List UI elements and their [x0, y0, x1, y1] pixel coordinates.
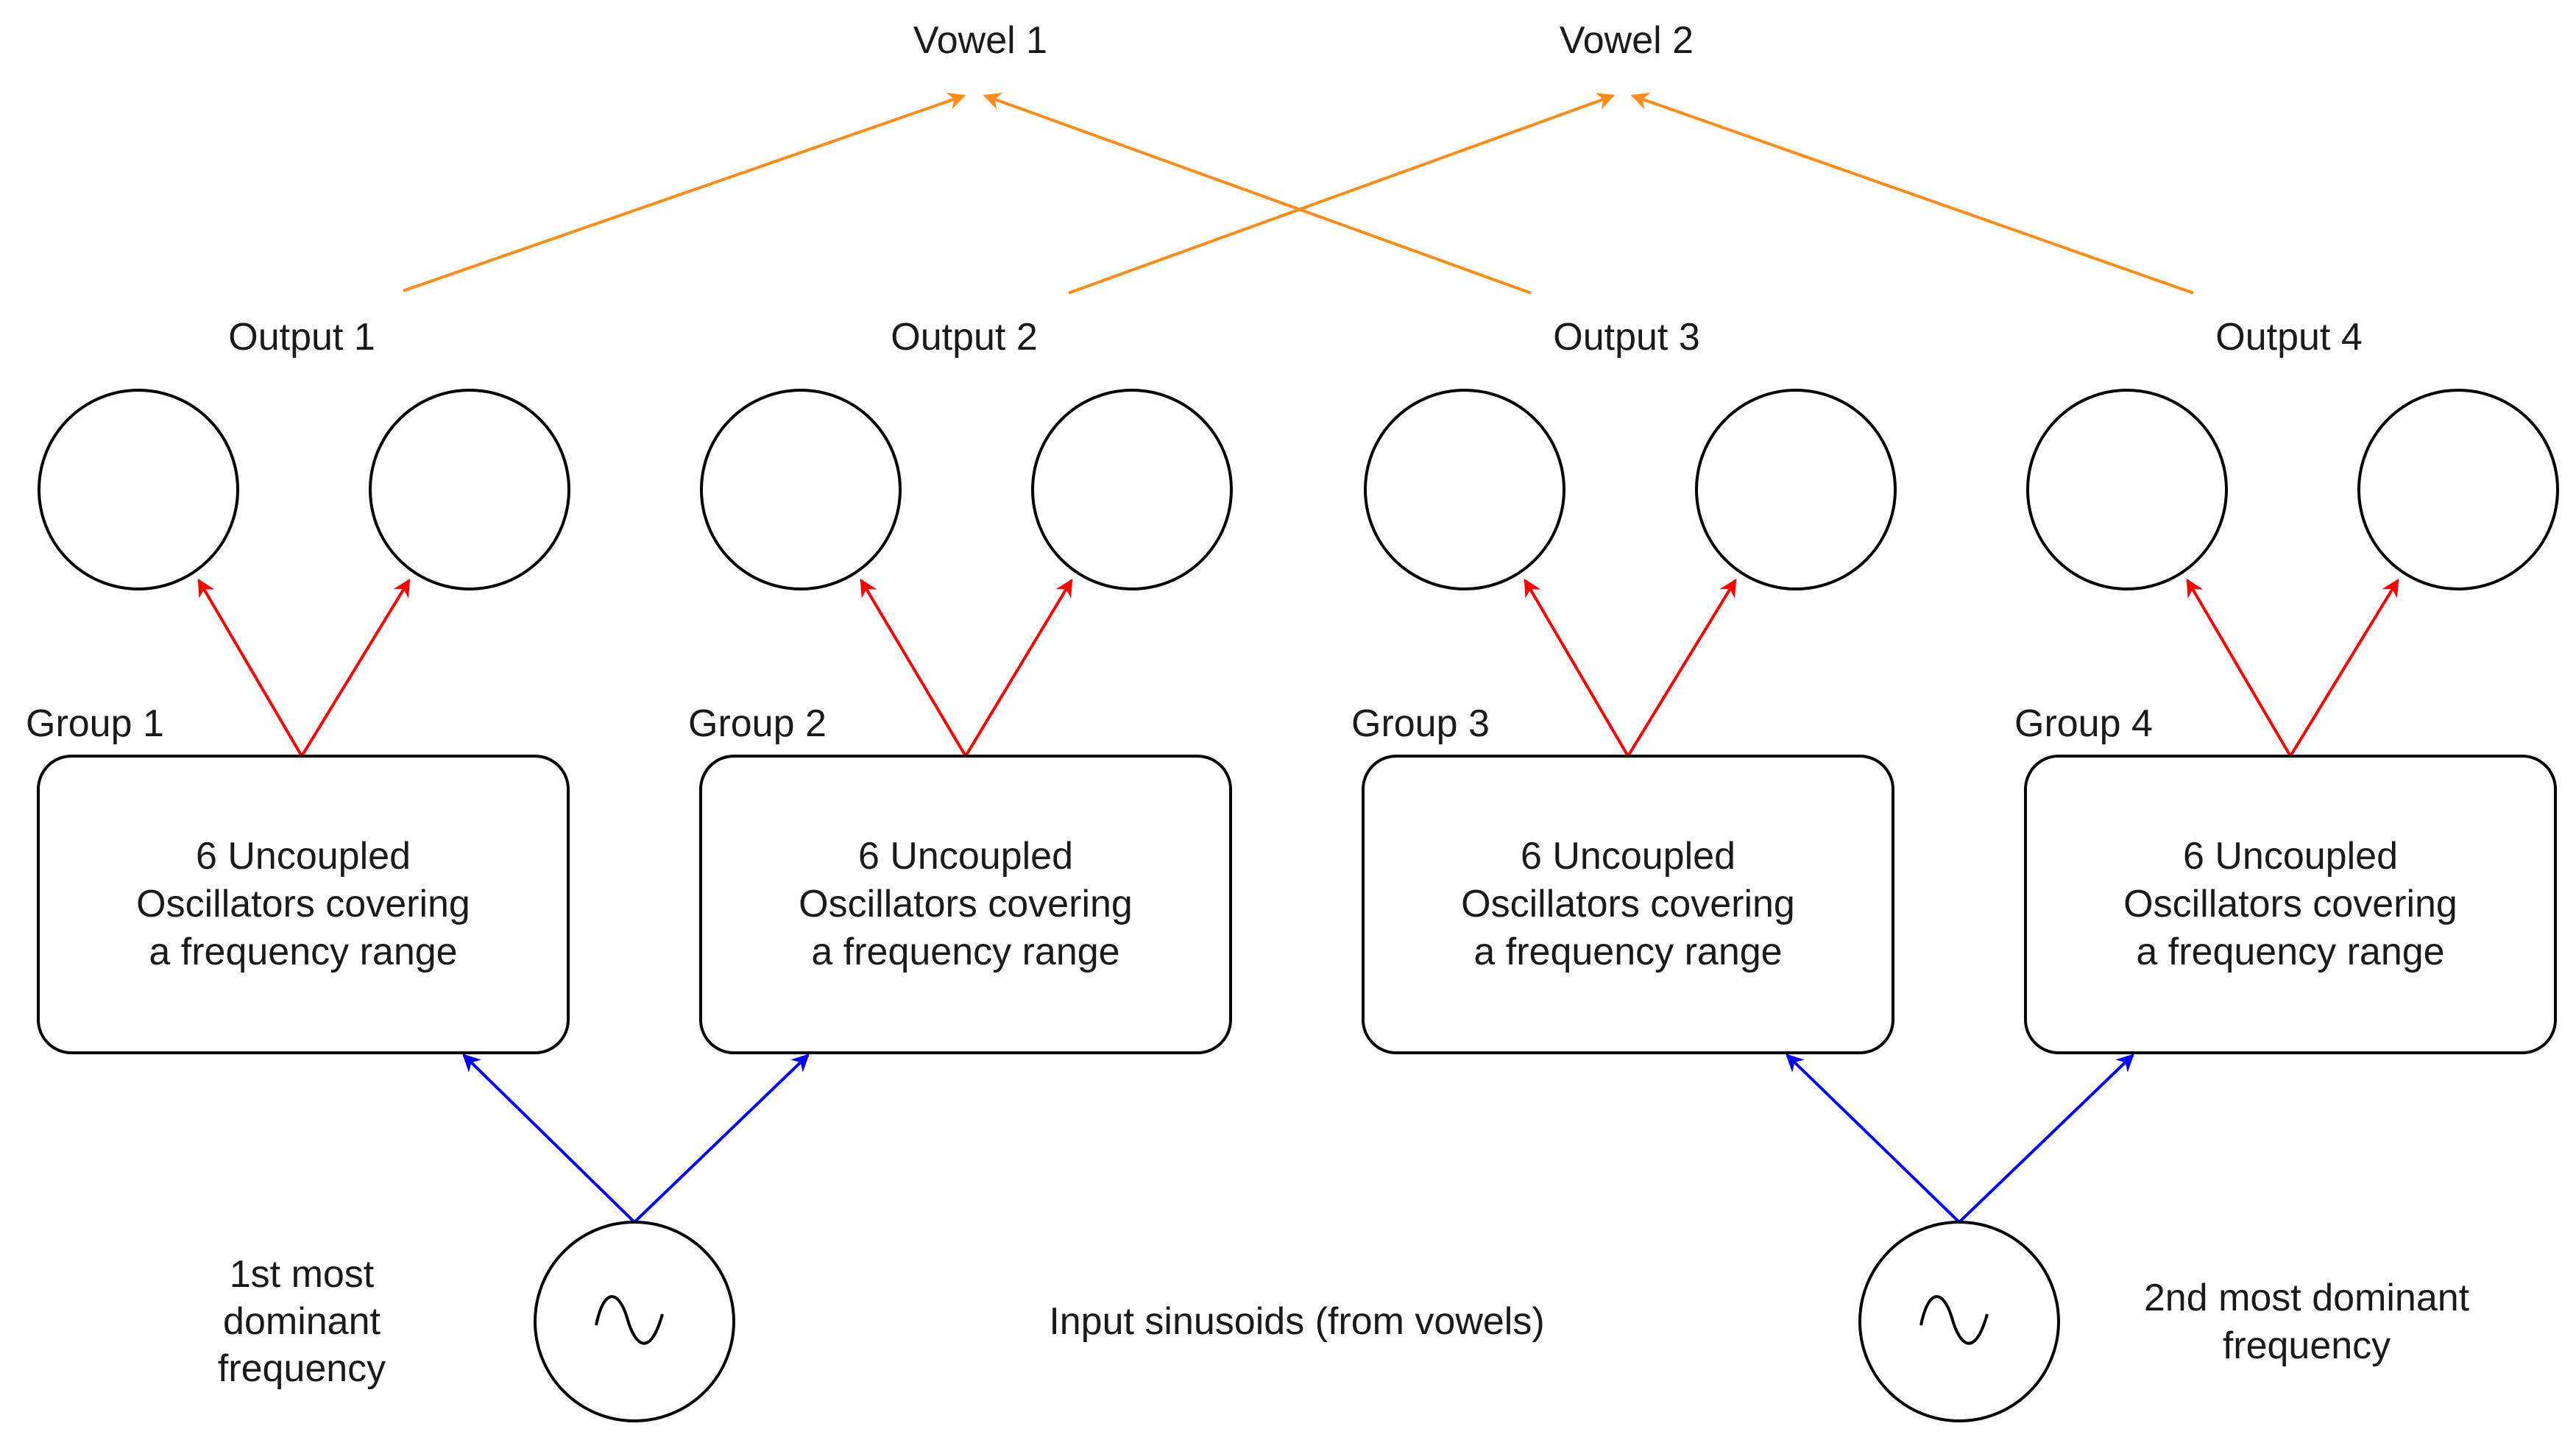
- output-4-label: Output 4: [2215, 316, 2362, 359]
- vowel-1-label: Vowel 1: [913, 19, 1047, 62]
- group-1-line1: 6 Uncoupled: [196, 835, 411, 878]
- group-boxes: [37, 755, 2557, 1054]
- group-2-line3: a frequency range: [811, 931, 1119, 973]
- right-input-label-line2: frequency: [2223, 1324, 2391, 1367]
- vowel-2-label: Vowel 2: [1560, 19, 1694, 62]
- left-input-label-line3: frequency: [218, 1347, 386, 1390]
- arrow-output3-to-vowel1: [983, 93, 1532, 294]
- input-sinusoids-label: Input sinusoids (from vowels): [1049, 1300, 1544, 1343]
- group-4-line3: a frequency range: [2136, 931, 2444, 973]
- left-input-label-line2: dominant: [223, 1300, 381, 1343]
- output-3a-circle: [1364, 389, 1565, 590]
- output-1a-circle: [38, 389, 239, 590]
- group-1-line2: Oscillators covering: [136, 883, 470, 925]
- group-3-line3: a frequency range: [1473, 931, 1782, 973]
- arrow-group2-to-2b: [964, 578, 1073, 758]
- arrow-output4-to-vowel2: [1630, 92, 2194, 294]
- arrow-input1-to-group1: [462, 1054, 636, 1224]
- group-4-box: [2024, 755, 2557, 1054]
- output-2-label: Output 2: [891, 316, 1037, 359]
- arrow-output1-to-vowel1: [403, 92, 966, 292]
- arrow-group1-to-1b: [300, 578, 411, 758]
- group-1-text: 6 Uncoupled Oscillators covering a frequ…: [136, 835, 470, 973]
- group-4-label: Group 4: [2014, 702, 2153, 745]
- sine-wave-icon: [1919, 1295, 1989, 1345]
- arrow-group3-to-3a: [1524, 578, 1630, 758]
- group-2-text: 6 Uncoupled Oscillators covering a frequ…: [799, 835, 1133, 973]
- left-input-label-line1: 1st most: [230, 1253, 375, 1296]
- group-1-line3: a frequency range: [149, 931, 457, 973]
- group-3-line2: Oscillators covering: [1461, 883, 1795, 925]
- group-2-label: Group 2: [688, 702, 827, 745]
- arrow-group3-to-3b: [1627, 578, 1737, 758]
- output-2b-circle: [1031, 389, 1233, 590]
- output-3-label: Output 3: [1553, 316, 1699, 359]
- arrow-input2-to-group4: [1958, 1054, 2134, 1224]
- left-input-label: 1st most dominant frequency: [218, 1253, 386, 1390]
- output-circles: [38, 389, 2559, 590]
- right-input-label-line1: 2nd most dominant: [2144, 1277, 2470, 1319]
- output-1-label: Output 1: [228, 316, 375, 359]
- arrow-group4-to-4b: [2289, 578, 2399, 758]
- input-arrows: [462, 1054, 2134, 1224]
- group-1-box: [37, 755, 570, 1054]
- group-4-line1: 6 Uncoupled: [2183, 835, 2398, 878]
- arrow-group2-to-2a: [860, 578, 967, 758]
- arrow-group1-to-1a: [197, 578, 303, 758]
- arrow-input1-to-group2: [633, 1054, 810, 1224]
- output-arrows: [197, 578, 2399, 758]
- right-input-label: 2nd most dominant frequency: [2144, 1277, 2470, 1367]
- group-3-line1: 6 Uncoupled: [1521, 835, 1735, 878]
- group-1-label: Group 1: [26, 702, 164, 745]
- output-4b-circle: [2357, 389, 2559, 590]
- output-2a-circle: [700, 389, 902, 590]
- output-3b-circle: [1695, 389, 1897, 590]
- group-3-label: Group 3: [1351, 702, 1490, 745]
- group-2-box: [699, 755, 1232, 1054]
- group-4-line2: Oscillators covering: [2123, 883, 2458, 925]
- sine-wave-icon: [595, 1295, 664, 1345]
- vowel-arrows: [403, 92, 2194, 294]
- arrow-output2-to-vowel2: [1068, 93, 1616, 294]
- group-2-line1: 6 Uncoupled: [858, 835, 1073, 878]
- group-2-line2: Oscillators covering: [799, 883, 1133, 925]
- input-source-1: [534, 1221, 735, 1422]
- output-4a-circle: [2026, 389, 2228, 590]
- output-1b-circle: [369, 389, 570, 590]
- arrow-group4-to-4a: [2186, 578, 2292, 758]
- input-source-2: [1858, 1221, 2060, 1422]
- group-3-text: 6 Uncoupled Oscillators covering a frequ…: [1461, 835, 1795, 973]
- group-3-box: [1362, 755, 1894, 1054]
- sine-source-2-circle: [1858, 1221, 2060, 1422]
- sine-source-1-circle: [534, 1221, 735, 1422]
- arrow-input2-to-group3: [1786, 1054, 1961, 1224]
- group-4-text: 6 Uncoupled Oscillators covering a frequ…: [2123, 835, 2458, 973]
